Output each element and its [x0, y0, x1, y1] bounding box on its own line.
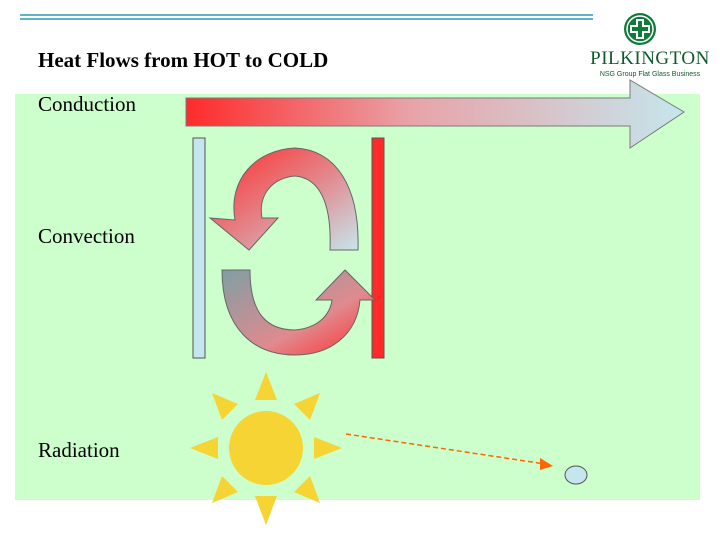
logo-tagline: NSG Group Flat Glass Business: [599, 71, 701, 78]
sun-icon: [190, 372, 342, 525]
header-rule-bottom: [20, 18, 593, 20]
convection-arrow-up: [221, 269, 377, 356]
slide-title: Heat Flows from HOT to COLD: [38, 48, 329, 72]
logo-wordmark: PILKINGTON: [590, 48, 710, 69]
hot-pane: [371, 137, 385, 359]
cold-pane: [192, 137, 206, 359]
label-conduction: Conduction: [38, 92, 136, 116]
receiver-object: [564, 465, 588, 485]
header-rule-top: [20, 14, 593, 16]
pilkington-logo: PILKINGTON NSG Group Flat Glass Business: [588, 10, 712, 82]
label-radiation: Radiation: [38, 438, 120, 462]
convection-arrow-down: [208, 147, 359, 251]
label-convection: Convection: [38, 224, 135, 248]
conduction-arrow: [185, 79, 685, 149]
logo-emblem-icon: [624, 13, 656, 45]
radiation-ray: [345, 433, 553, 470]
